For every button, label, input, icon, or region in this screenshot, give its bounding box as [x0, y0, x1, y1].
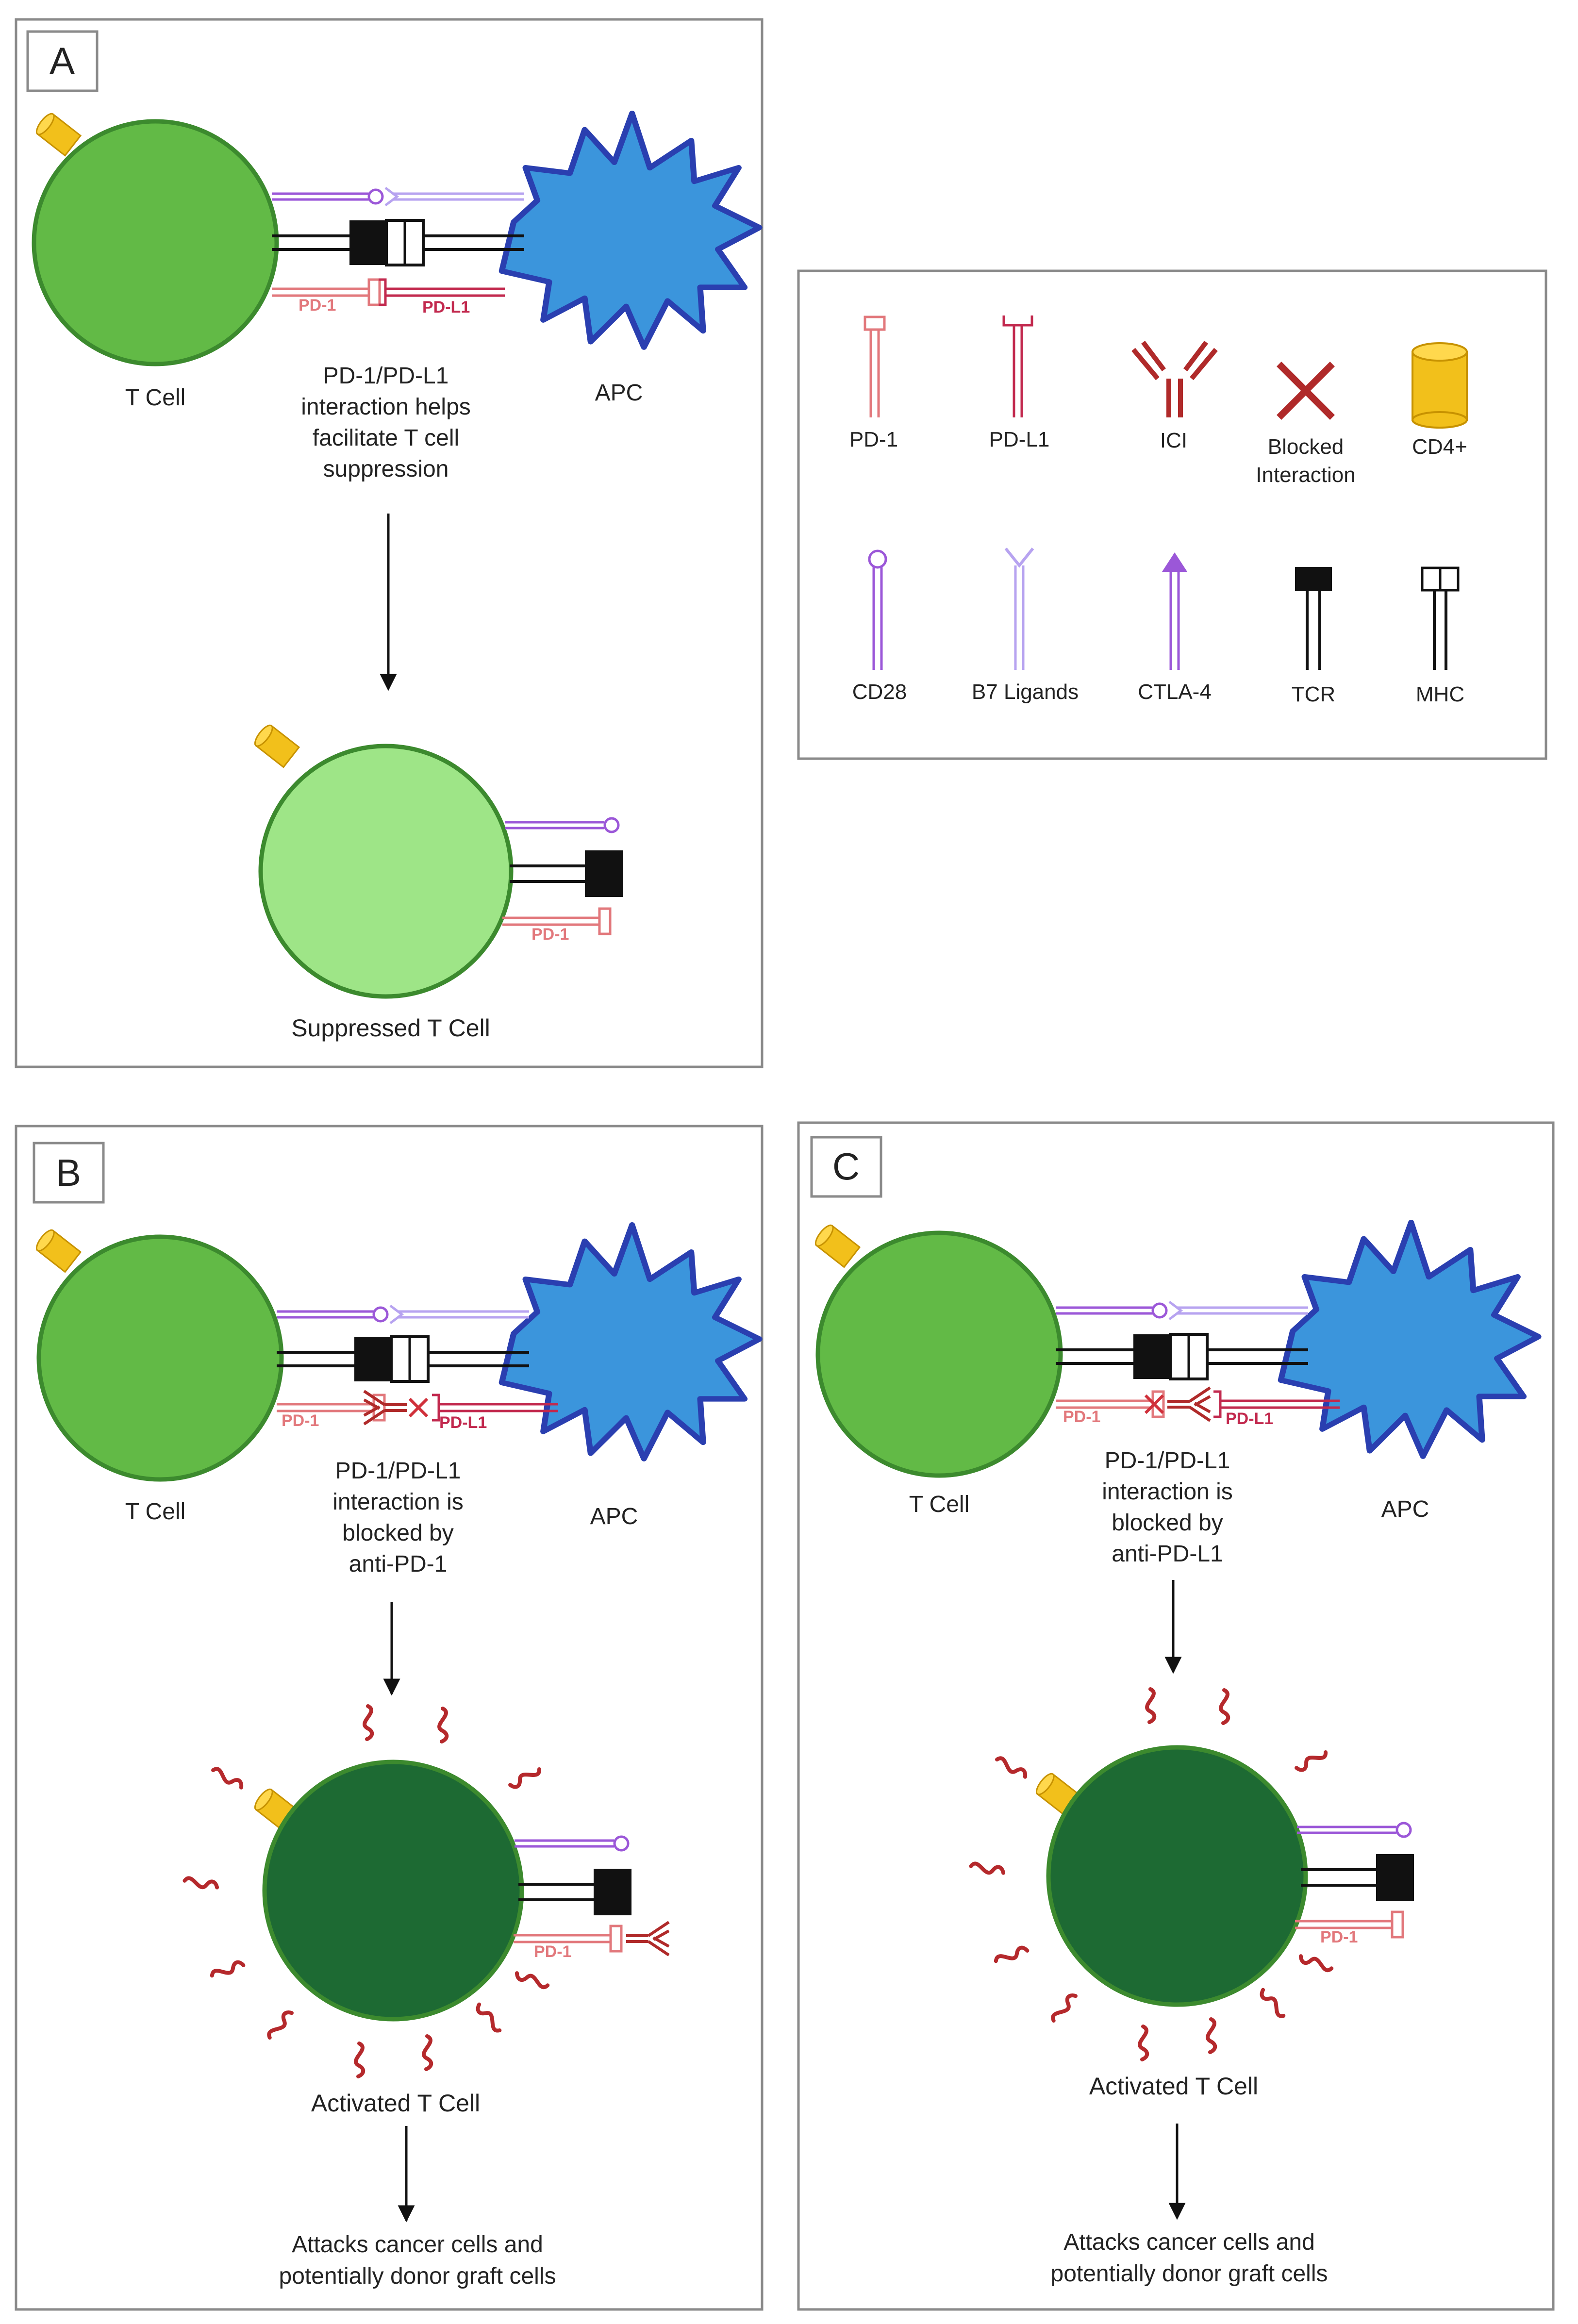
pd1-tag: PD-1: [534, 1942, 571, 1961]
suppressed-t-cell-label: Suppressed T Cell: [291, 1014, 490, 1042]
t-cell: [36, 1234, 284, 1482]
mhc-receptor-icon: [1421, 566, 1460, 670]
cylinder-icon: [1412, 342, 1468, 429]
panel-c-letter: C: [832, 1145, 860, 1188]
outcome-line-2: potentially donor graft cells: [1051, 2261, 1328, 2287]
caption-line-3: facilitate T cell: [313, 425, 459, 451]
antibody-icon: [1131, 340, 1218, 417]
apc-label: APC: [1381, 1496, 1429, 1522]
legend: PD-1 PD-L1 ICI Blocked Interaction CD4+ …: [797, 269, 1547, 760]
legend-ctla4-label: CTLA-4: [1138, 680, 1212, 704]
t-cell-label: T Cell: [125, 385, 185, 411]
panel-a: A PD-1 PD-L1 T Cell APC PD-1/PD-L1 inter…: [15, 18, 764, 1068]
tcr-receptor-icon: [1295, 567, 1332, 670]
t-cell-label: T Cell: [125, 1499, 185, 1525]
activated-t-cell: [262, 1760, 524, 2022]
caption-line-1: PD-1/PD-L1: [323, 363, 449, 389]
pdl1-tag: PD-L1: [422, 298, 470, 316]
pd1-receptor-icon: [864, 315, 886, 417]
pdl1-tag: PD-L1: [439, 1413, 487, 1432]
activated-t-cell-label: Activated T Cell: [311, 2090, 480, 2117]
panel-c: C PD-1 PD-L1 T Cell APC PD-1/PD-L1 inter…: [797, 1121, 1555, 2311]
pd1-tag: PD-1: [1063, 1408, 1100, 1426]
caption-line-2: interaction helps: [301, 394, 471, 420]
suppressed-t-cell: [258, 744, 514, 999]
legend-cd28-label: CD28: [852, 680, 907, 704]
legend-mhc-label: MHC: [1416, 682, 1464, 706]
caption-line-2: interaction is: [1102, 1479, 1232, 1505]
panel-b: B PD-1 PD-L1 T Cell APC PD-1/PD-L1 inter…: [15, 1125, 764, 2311]
legend-b7-label: B7 Ligands: [972, 680, 1079, 704]
panel-a-letter: A: [50, 39, 75, 82]
blocked-x-icon: [1277, 362, 1335, 420]
ctla4-arrow-icon: [1162, 552, 1187, 670]
legend-blocked-label-1: Blocked: [1268, 435, 1344, 459]
pdl1-tag: PD-L1: [1226, 1410, 1273, 1428]
caption-line-3: blocked by: [1112, 1510, 1223, 1536]
t-cell-label: T Cell: [909, 1492, 969, 1517]
panel-b-letter: B: [56, 1151, 81, 1194]
t-cell: [32, 119, 279, 366]
caption-line-4: anti-PD-L1: [1112, 1541, 1223, 1567]
pd1-tag: PD-1: [532, 925, 569, 944]
caption-line-1: PD-1/PD-L1: [335, 1458, 461, 1484]
legend-pd1-label: PD-1: [849, 428, 898, 451]
outcome-line-1: Attacks cancer cells and: [292, 2232, 543, 2258]
activated-t-cell: [1046, 1745, 1308, 2007]
outcome-line-2: potentially donor graft cells: [279, 2263, 556, 2289]
caption-line-2: interaction is: [332, 1489, 463, 1515]
pd1-tag: PD-1: [282, 1411, 319, 1430]
outcome-line-1: Attacks cancer cells and: [1063, 2229, 1315, 2255]
t-cell: [815, 1230, 1063, 1478]
legend-pdl1-label: PD-L1: [989, 428, 1050, 451]
pdl1-ligand-icon: [1002, 315, 1033, 417]
pd1-tag: PD-1: [299, 296, 336, 315]
legend-tcr-label: TCR: [1292, 682, 1335, 706]
activated-t-cell-label: Activated T Cell: [1089, 2073, 1258, 2100]
caption-line-3: blocked by: [342, 1520, 453, 1546]
caption-line-1: PD-1/PD-L1: [1105, 1448, 1230, 1474]
legend-ici-label: ICI: [1160, 429, 1187, 452]
caption-line-4: suppression: [323, 456, 449, 482]
apc-label: APC: [590, 1504, 638, 1529]
caption-line-4: anti-PD-1: [349, 1551, 448, 1577]
b7-ligand-icon: [1004, 548, 1034, 670]
pd1-tag: PD-1: [1320, 1928, 1358, 1946]
legend-blocked-label-2: Interaction: [1256, 463, 1355, 487]
legend-cd4-label: CD4+: [1412, 435, 1467, 459]
cd28-receptor-icon: [868, 549, 887, 670]
apc-label: APC: [595, 380, 643, 406]
